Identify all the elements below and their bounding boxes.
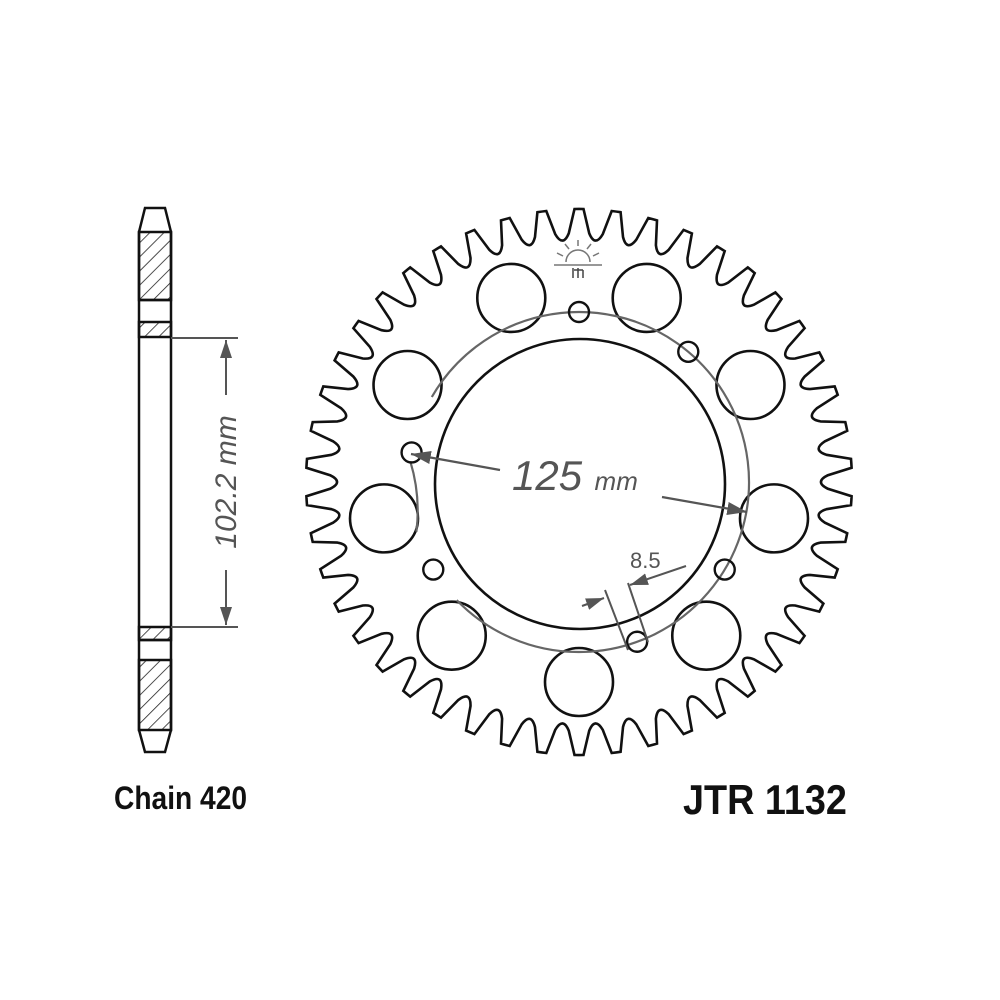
center-bore [433,337,727,631]
side-view [137,206,173,754]
bolt-circle [409,310,751,654]
bolt-circle-unit: mm [595,466,638,496]
lightening-hole [416,600,488,671]
lightening-hole [738,483,810,554]
hatch-bottom-small [137,625,173,642]
svg-text:125 mm: 125 mm [512,452,638,499]
lightening-hole [348,483,420,554]
bolt-circle-value: 125 [512,452,583,499]
hatch-top [137,230,173,302]
lightening-hole [715,349,786,421]
sun-logo [554,240,602,278]
side-view-outline [137,206,173,754]
sprocket-teeth-outline [305,207,853,757]
hole-dimension-text: 8.5 [630,548,661,573]
side-dimension [171,337,238,628]
lightening-hole [670,600,742,671]
bolt-hole [400,441,423,464]
part-number: JTR 1132 [683,776,847,823]
hole-dimension [581,565,687,651]
bolt-hole [422,558,445,581]
hatch-bottom [137,658,173,732]
bolt-hole [713,558,736,581]
bolt-hole [567,300,591,324]
lightening-hole [543,646,615,718]
chain-label: Chain 420 [114,780,248,816]
hatch-top-small [137,320,173,339]
side-dimension-text: 102.2 mm [210,415,243,548]
lightening-hole [372,349,443,421]
lightening-hole [475,262,547,334]
lightening-hole [611,262,683,334]
bolt-hole [677,340,700,363]
bolt-circle-dimension [410,451,748,516]
